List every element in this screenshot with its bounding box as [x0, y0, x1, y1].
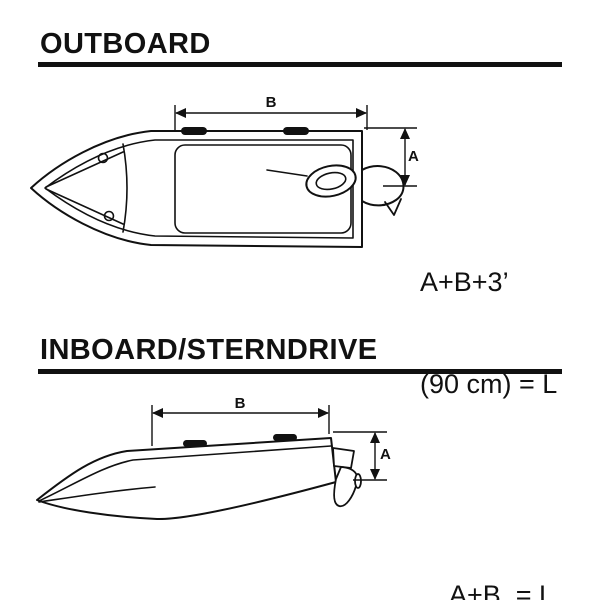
inboard-formula: A+B = L [449, 510, 554, 600]
outboard-formula-line-1: A+B+3’ [420, 267, 509, 297]
outboard-dimension-b-label: B [265, 94, 277, 111]
inboard-dimension-a-label: A [380, 446, 391, 463]
outboard-motor-illustration [266, 164, 405, 216]
outboard-cleat-marks [181, 127, 309, 135]
inboard-formula-line-1: A+B = L [449, 580, 555, 600]
outboard-dimension-b-arrow [174, 105, 368, 132]
outboard-figure [15, 80, 435, 275]
inboard-dimension-b-label: B [234, 395, 246, 412]
sterndrive-unit-illustration [332, 447, 362, 508]
inboard-dimension-a-arrow [333, 431, 387, 481]
inboard-section-title: INBOARD/STERNDRIVE [40, 334, 378, 366]
outboard-formula: A+B+3’ (90 cm) = L [420, 197, 557, 469]
inboard-divider-rule [38, 369, 562, 374]
inboard-boat-side-view-illustration [36, 405, 387, 521]
outboard-formula-line-2: (90 cm) = L [420, 369, 558, 399]
outboard-boat-top-view-illustration [30, 105, 417, 248]
outboard-dimension-a-label: A [408, 148, 419, 165]
inboard-hull-outline [36, 437, 337, 521]
inboard-figure [15, 388, 415, 563]
inboard-cleat-marks [183, 434, 297, 447]
outboard-section-title: OUTBOARD [40, 28, 211, 60]
outboard-dimension-a-arrow [364, 127, 417, 187]
outboard-divider-rule [38, 62, 562, 67]
inboard-dimension-b-arrow [151, 405, 330, 446]
